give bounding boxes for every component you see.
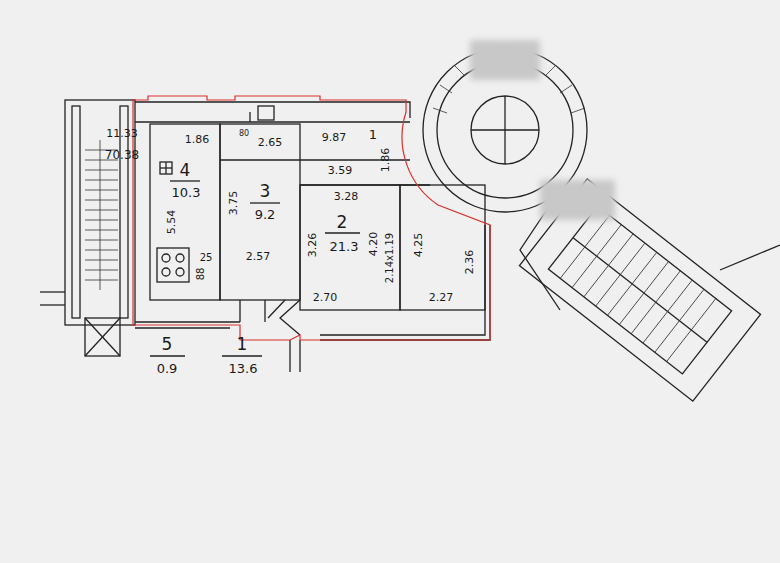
apartment-outline: [133, 96, 490, 340]
room-label: 1: [237, 336, 248, 353]
dimension-label: 2.14x1.19: [385, 233, 395, 283]
room-label: 3.28: [334, 191, 359, 202]
room-label: 25: [200, 253, 213, 263]
walls: [40, 48, 780, 401]
room-label: 5: [162, 336, 173, 353]
room-label: 9.2: [255, 208, 276, 221]
dimension-label: 88: [196, 268, 206, 281]
dimension-label: 4.20: [368, 232, 379, 257]
room-label: 2.27: [429, 292, 454, 303]
dimension-label: 2.36: [464, 250, 475, 275]
room-label: 1.86: [185, 134, 210, 145]
room-label: 2.70: [313, 292, 338, 303]
room-label: 3: [260, 183, 271, 200]
dimension-label: 4.25: [413, 233, 424, 258]
room-label: 2.65: [258, 137, 283, 148]
dimension-label: 5.54: [166, 210, 177, 235]
room-label: 70.38: [105, 149, 139, 161]
room-label: 0.9: [157, 362, 178, 375]
dimension-label: 1.86: [380, 148, 391, 173]
room-label: 1: [369, 128, 377, 141]
room-label: 2.57: [246, 251, 271, 262]
room-label: 4: [180, 162, 191, 179]
stair-treads: [85, 48, 716, 362]
dimension-label: 3.75: [228, 191, 239, 216]
room-label: 9.87: [322, 132, 347, 143]
room-label: 11.33: [106, 128, 138, 139]
room-label: 3.59: [328, 165, 353, 176]
room-label: 80: [239, 130, 249, 138]
room-label: 10.3: [172, 186, 201, 199]
room-label: 2: [337, 214, 348, 231]
dimension-label: 3.26: [307, 233, 318, 258]
blur-patch: [470, 40, 615, 220]
room-label: 21.3: [330, 240, 359, 253]
room-label: 13.6: [229, 362, 258, 375]
